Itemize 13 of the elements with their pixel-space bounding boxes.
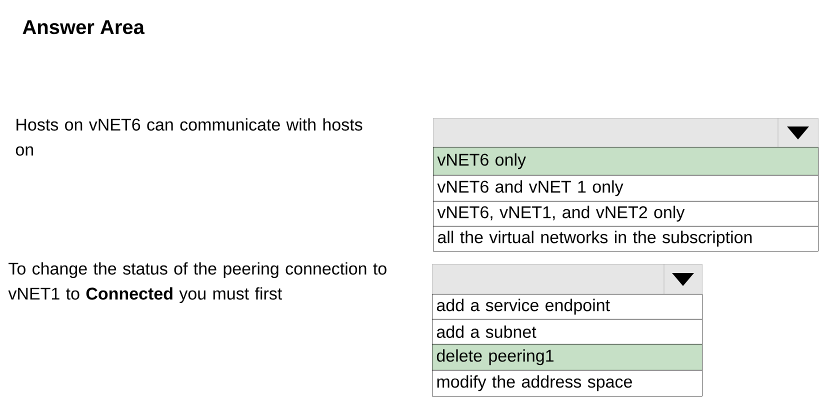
dropdown-box <box>432 264 702 294</box>
option-row: delete peering1 <box>432 344 702 370</box>
option-row: add a service endpoint <box>432 294 702 320</box>
option-row: vNET6, vNET1, and vNET2 only <box>433 201 818 226</box>
option-row: modify the address space <box>432 370 702 396</box>
option-row: all the virtual networks in the subscription <box>433 226 818 252</box>
option-row: vNET6 and vNET 1 only <box>433 175 818 202</box>
option-row: vNET6 only <box>433 147 818 176</box>
option-row: add a subnet <box>432 319 702 344</box>
question-text: Hosts on vNET6 can communicate with hosts on <box>16 118 362 156</box>
dropdown-box <box>433 118 818 148</box>
heading: Answer Area <box>22 20 145 34</box>
question-text: To change the status of the peering connection to vNET1 to Connected you must first <box>8 262 386 304</box>
